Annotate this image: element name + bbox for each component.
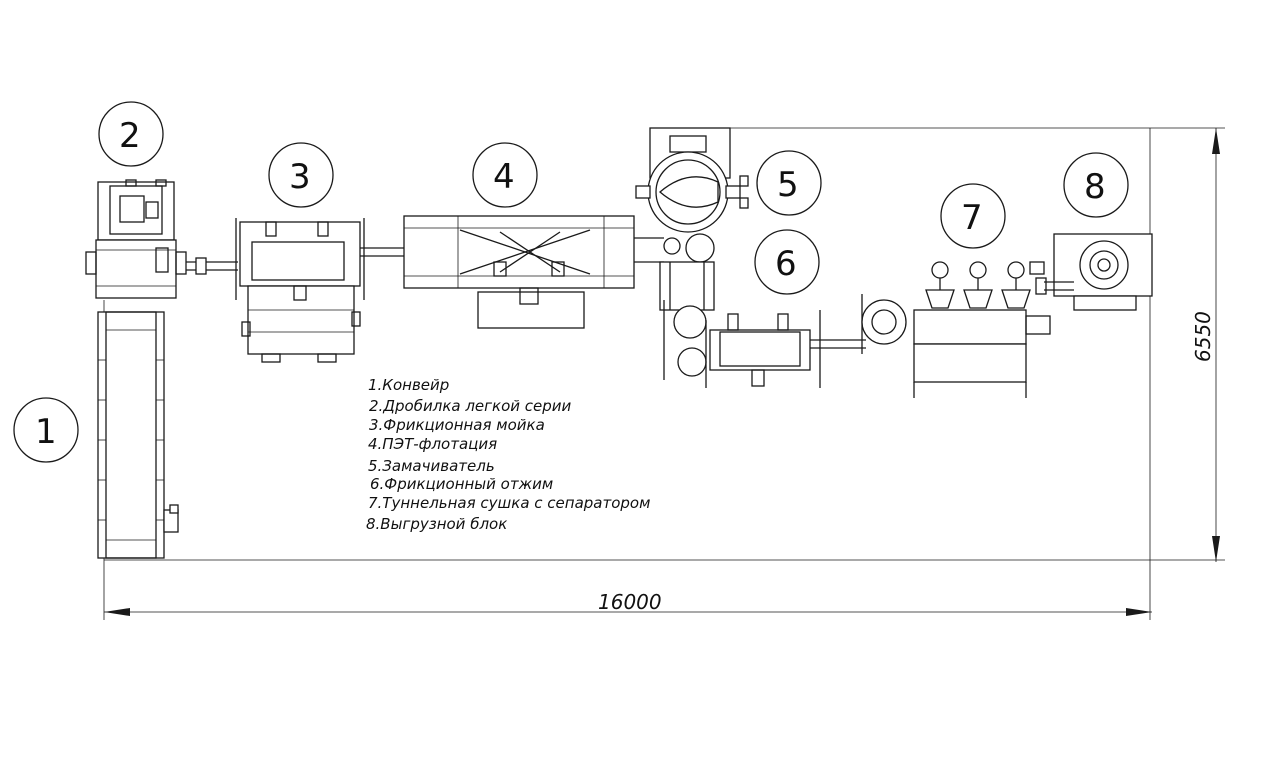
equipment-pet-flotation [403,215,664,329]
legend-item-1: 1.Конвейр [368,376,449,394]
equipment-friction-dewatering [659,261,866,388]
label-7-text: 7 [961,198,983,238]
label-4-text: 4 [493,157,515,197]
label-circle-4: 4 [472,142,538,208]
label-8-text: 8 [1084,167,1106,207]
label-circle-1: 1 [13,397,79,463]
legend-item-8: 8.Выгрузной блок [366,515,507,533]
dimension-width: 6550 [1191,128,1220,562]
legend-item-4: 4.ПЭТ-флотация [368,435,497,453]
dimension-width-label: 6550 [1191,311,1215,362]
legend-item-3: 3.Фрикционная мойка [369,416,545,434]
label-1-text: 1 [35,412,57,452]
label-circle-5: 5 [756,150,822,216]
label-circle-6: 6 [754,229,820,295]
equipment-soaker [635,127,749,263]
dimension-length: 16000 [104,590,1152,616]
equipment-friction-washer [235,218,404,363]
label-circle-8: 8 [1063,152,1129,218]
legend-item-7: 7.Туннельная сушка с сепаратором [368,494,650,512]
label-circle-2: 2 [98,101,164,167]
label-circle-3: 3 [268,142,334,208]
label-3-text: 3 [289,157,311,197]
legend-item-6: 6.Фрикционный отжим [370,475,553,493]
legend-item-2: 2.Дробилка легкой серии [369,397,572,415]
legend: 1.Конвейр 2.Дробилка легкой серии 3.Фрик… [366,376,650,533]
label-6-text: 6 [775,244,797,284]
dimension-length-label: 16000 [598,590,662,614]
label-2-text: 2 [119,116,141,156]
equipment-crusher [85,179,238,299]
equipment-conveyor [97,311,179,559]
legend-item-5: 5.Замачиватель [368,457,495,475]
equipment-tunnel-dryer [861,261,1051,398]
label-5-text: 5 [777,165,799,205]
label-circle-7: 7 [940,183,1006,249]
equipment-unloading-unit [1035,233,1153,311]
